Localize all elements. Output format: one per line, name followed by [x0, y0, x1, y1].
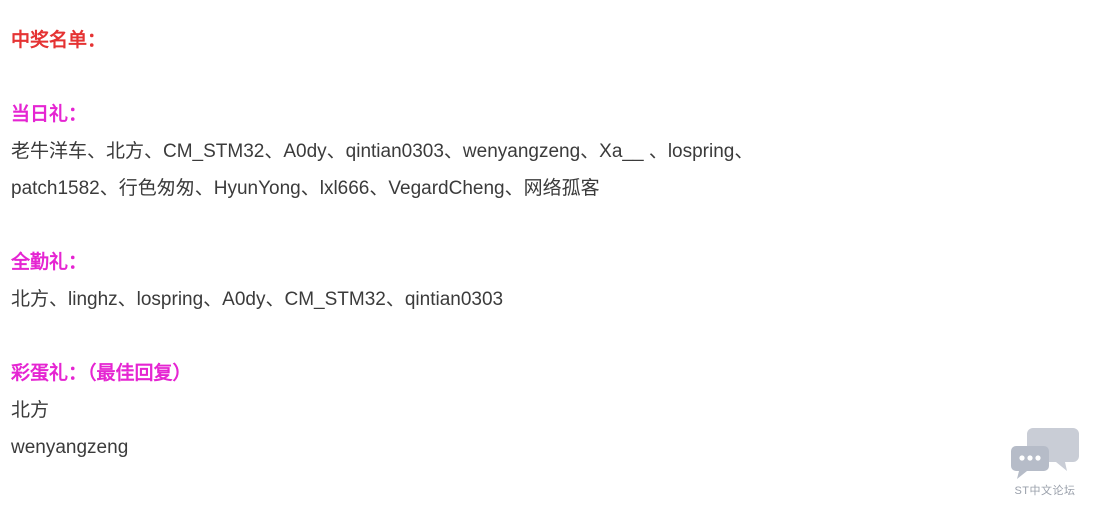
attendance-gift-title: 全勤礼：: [11, 252, 88, 273]
chat-bubbles-icon: [1011, 428, 1079, 479]
section-attendance-gift: 全勤礼： 北方、linghz、lospring、A0dy、CM_STM32、qi…: [11, 244, 1071, 318]
egg-gift-winner-1: 北方: [11, 400, 50, 421]
egg-gift-winner-2: wenyangzeng: [11, 437, 129, 458]
section-daily-gift: 当日礼： 老牛洋车、北方、CM_STM32、A0dy、qintian0303、w…: [11, 96, 1071, 207]
daily-gift-names-line-1: 老牛洋车、北方、CM_STM32、A0dy、qintian0303、wenyan…: [11, 141, 754, 162]
watermark-label: ST中文论坛: [1014, 485, 1076, 497]
winner-list-heading: 中奖名单：: [11, 30, 107, 51]
egg-gift-title: 彩蛋礼：（最佳回复）: [11, 363, 192, 384]
post-content: 中奖名单： 当日礼： 老牛洋车、北方、CM_STM32、A0dy、qintian…: [11, 22, 1071, 466]
daily-gift-title: 当日礼：: [11, 104, 88, 125]
daily-gift-names-line-2: patch1582、行色匆匆、HyunYong、lxl666、VegardChe…: [11, 178, 600, 199]
forum-watermark: ST中文论坛: [999, 426, 1091, 498]
section-egg-gift: 彩蛋礼：（最佳回复） 北方 wenyangzeng: [11, 355, 1071, 466]
attendance-gift-names: 北方、linghz、lospring、A0dy、CM_STM32、qintian…: [11, 289, 504, 310]
